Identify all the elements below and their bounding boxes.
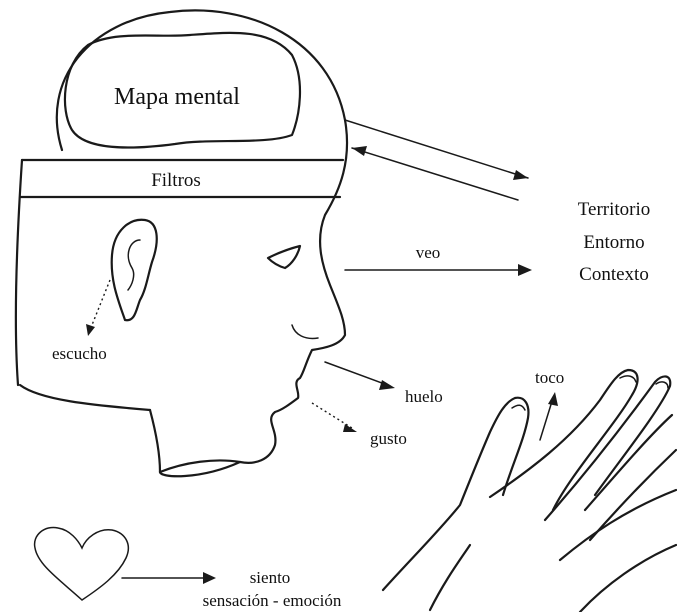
smell-label: huelo — [405, 387, 443, 406]
hand — [383, 370, 676, 612]
filters-band: Filtros — [20, 160, 343, 197]
smell-arrow: huelo — [325, 362, 443, 406]
touch-arrow: toco — [535, 368, 564, 440]
touch-label: toco — [535, 368, 564, 387]
taste-arrow: gusto — [312, 403, 407, 448]
filters-label: Filtros — [151, 170, 201, 191]
feel-arrow: siento sensación - emoción — [122, 568, 342, 610]
context-label: Contexto — [579, 264, 649, 285]
mental-map-blob: Mapa mental — [65, 33, 300, 148]
hear-arrow: escucho — [52, 280, 110, 363]
feel-label: siento — [250, 568, 291, 587]
ear — [112, 220, 157, 320]
eye — [268, 246, 300, 268]
territory-arrows — [345, 120, 528, 200]
see-arrow: veo — [345, 243, 532, 276]
environment-label: Entorno — [583, 232, 644, 253]
mental-map-label: Mapa mental — [114, 84, 240, 110]
taste-label: gusto — [370, 429, 407, 448]
territory-label: Territorio — [578, 199, 651, 220]
territory-block: Territorio Entorno Contexto — [578, 199, 651, 285]
sensation-emotion-label: sensación - emoción — [203, 591, 342, 610]
head-outline — [16, 10, 347, 476]
heart-icon — [35, 527, 129, 600]
hear-label: escucho — [52, 344, 107, 363]
face-details — [292, 325, 318, 338]
see-label: veo — [416, 243, 441, 262]
